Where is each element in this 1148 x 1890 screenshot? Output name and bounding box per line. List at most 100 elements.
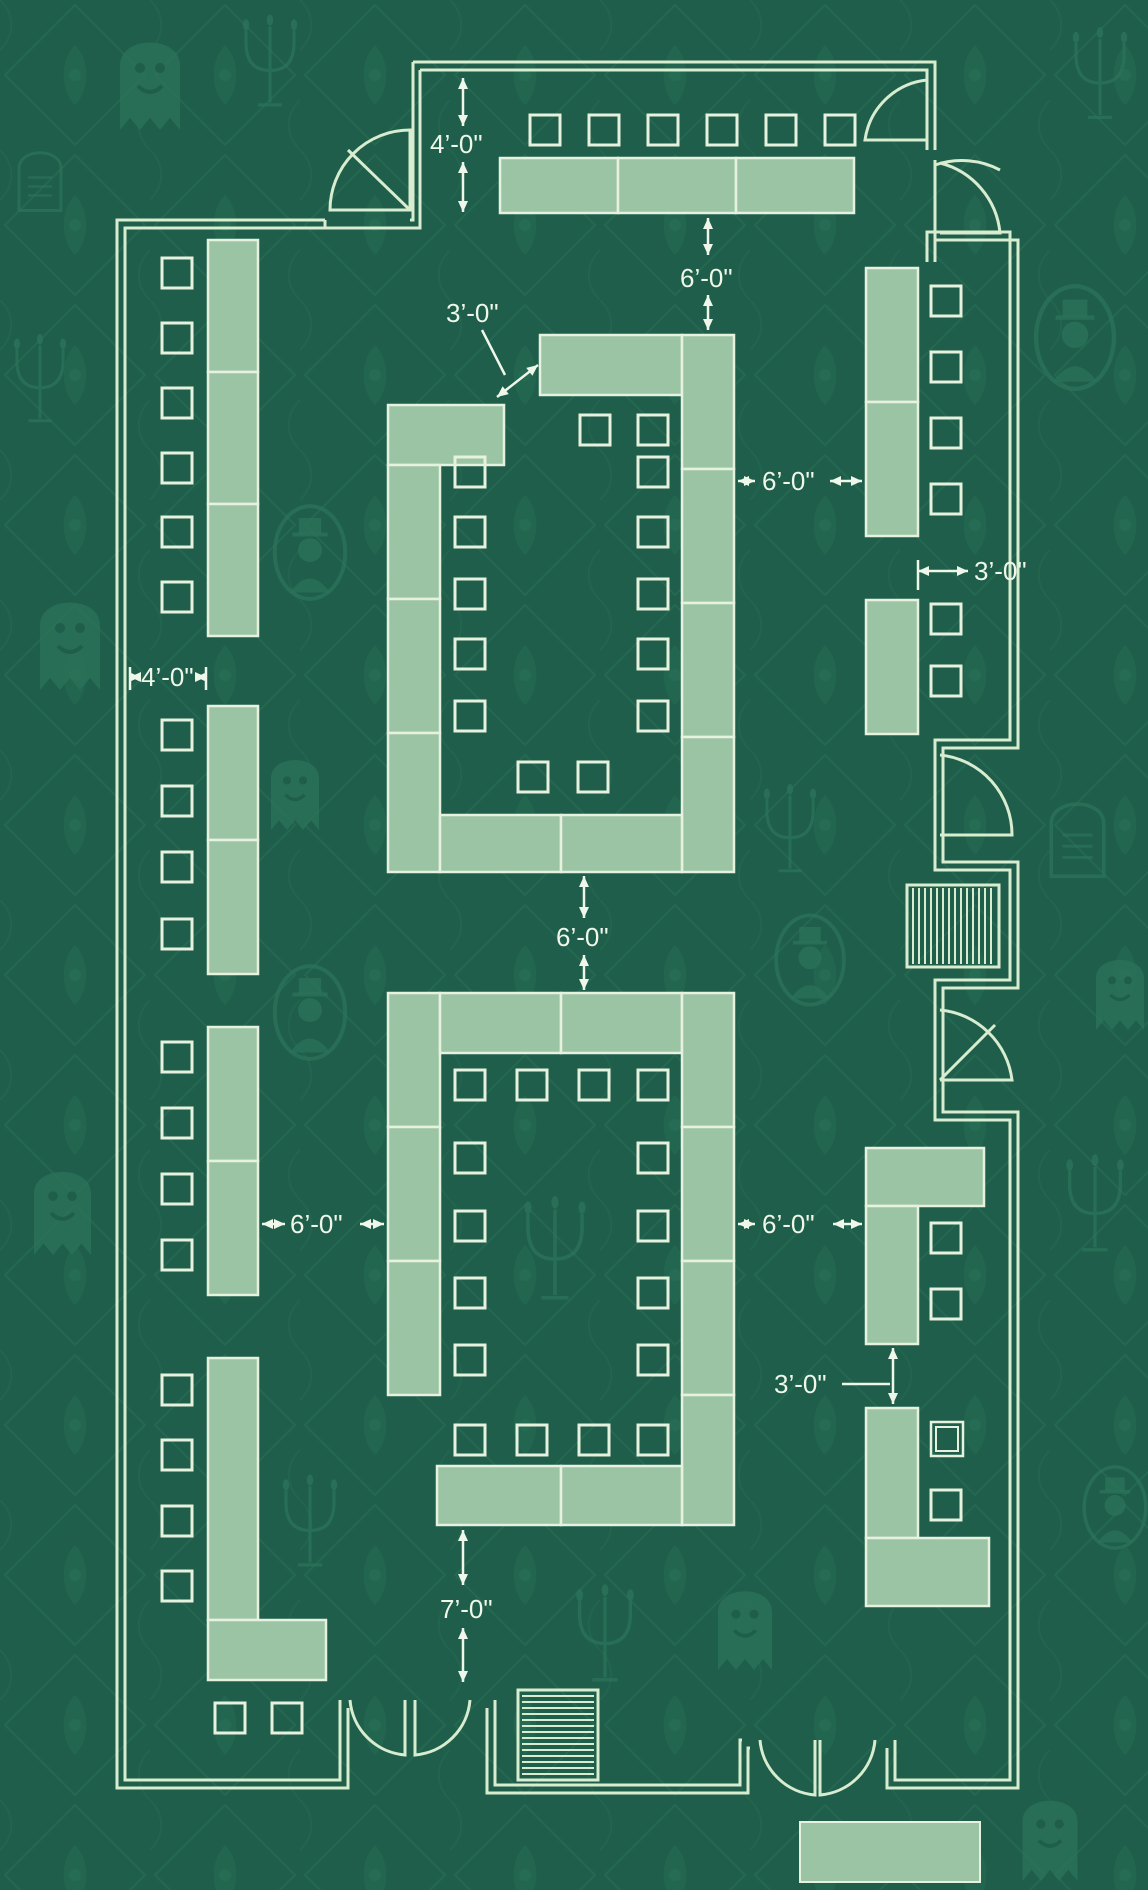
arrowhead	[458, 78, 468, 89]
arrowhead	[888, 1348, 898, 1359]
table	[680, 1259, 736, 1397]
chair	[160, 515, 194, 549]
chair	[929, 1221, 963, 1255]
chair	[929, 350, 963, 384]
chair	[636, 1276, 670, 1310]
dimension-label-corner-gap: 3’-0"	[446, 298, 499, 328]
arrowhead	[458, 1628, 468, 1639]
arrowhead	[579, 955, 589, 966]
table	[680, 991, 736, 1129]
table	[559, 1464, 684, 1527]
dimension-lines	[128, 78, 968, 1682]
chair-outlined	[929, 1420, 965, 1458]
chair	[453, 455, 487, 489]
table	[386, 731, 442, 874]
chair	[160, 1106, 194, 1140]
dimension-label-lower-right-gap: 3’-0"	[774, 1369, 827, 1399]
chair	[160, 1438, 194, 1472]
table	[206, 238, 260, 374]
table	[616, 156, 738, 215]
table	[864, 1406, 920, 1540]
table	[559, 813, 684, 874]
ghost-icon	[1094, 958, 1146, 1032]
table	[734, 156, 856, 215]
chair	[160, 718, 194, 752]
chair	[636, 1343, 670, 1377]
chair	[636, 637, 670, 671]
ghost-icon	[118, 40, 182, 132]
table	[864, 1204, 920, 1346]
table	[386, 403, 506, 467]
chair	[453, 1141, 487, 1175]
arrowhead	[458, 201, 468, 212]
table	[206, 370, 260, 506]
arrowhead	[703, 319, 713, 330]
chair	[577, 1068, 611, 1102]
arrowhead	[458, 1671, 468, 1682]
arrowhead	[196, 672, 207, 682]
dimension-labels: 4’-0" 6’-0" 3’-0" 6’-0" 3’-0" 4’-0" 6’-0…	[141, 129, 1027, 1624]
chair	[160, 321, 194, 355]
table	[386, 463, 442, 601]
door-right-lower	[939, 1008, 1014, 1082]
chair	[160, 1172, 194, 1206]
chair	[636, 699, 670, 733]
table	[559, 991, 684, 1055]
dimension-label-left-aisle: 4’-0"	[141, 662, 194, 692]
table	[206, 502, 260, 638]
table	[864, 266, 920, 404]
door-bottom-left	[348, 1699, 472, 1757]
ghost-icon	[269, 758, 321, 832]
chair	[578, 413, 612, 447]
table	[864, 598, 920, 736]
table	[864, 1146, 986, 1208]
table	[680, 735, 736, 874]
chair	[636, 515, 670, 549]
dimension-label-right-wall-gap: 3’-0"	[974, 556, 1027, 586]
chair	[636, 1209, 670, 1243]
chair	[636, 1068, 670, 1102]
table	[680, 1125, 736, 1263]
arrowhead	[703, 295, 713, 306]
table	[864, 1536, 991, 1608]
table	[680, 333, 736, 471]
table	[386, 1259, 442, 1397]
chair	[929, 416, 963, 450]
table	[538, 333, 684, 397]
door-right-upper	[939, 161, 1002, 235]
chair	[636, 577, 670, 611]
arrowhead	[703, 244, 713, 255]
chair	[636, 413, 670, 447]
arrowhead	[888, 1393, 898, 1404]
chair	[160, 580, 194, 614]
doors	[328, 78, 1014, 1883]
arrowhead	[130, 672, 141, 682]
outer-wall-line	[115, 60, 1020, 1795]
building-walls	[115, 60, 1020, 1795]
chair	[453, 1209, 487, 1243]
chair	[453, 515, 487, 549]
arrowhead	[851, 1219, 862, 1229]
chair	[160, 1373, 194, 1407]
ghost-icon	[716, 1589, 774, 1672]
chair	[636, 1141, 670, 1175]
chair	[270, 1701, 304, 1735]
chair	[213, 1701, 247, 1735]
chair	[929, 664, 963, 698]
table	[680, 601, 736, 739]
arrowhead	[918, 566, 929, 576]
chair	[160, 256, 194, 290]
inner-wall-line	[123, 68, 1012, 1787]
table	[206, 1159, 260, 1297]
arrowhead	[738, 1219, 749, 1229]
dimension-label-top-clearance: 4’-0"	[430, 129, 483, 159]
arrowhead	[373, 1219, 384, 1229]
chair-inner	[935, 1426, 959, 1452]
arrowhead	[579, 907, 589, 918]
dimension-label-lower-left-aisle: 6’-0"	[290, 1209, 343, 1239]
chair	[453, 1276, 487, 1310]
door-top-left-leaf	[346, 148, 412, 212]
door-top-right	[863, 78, 929, 142]
